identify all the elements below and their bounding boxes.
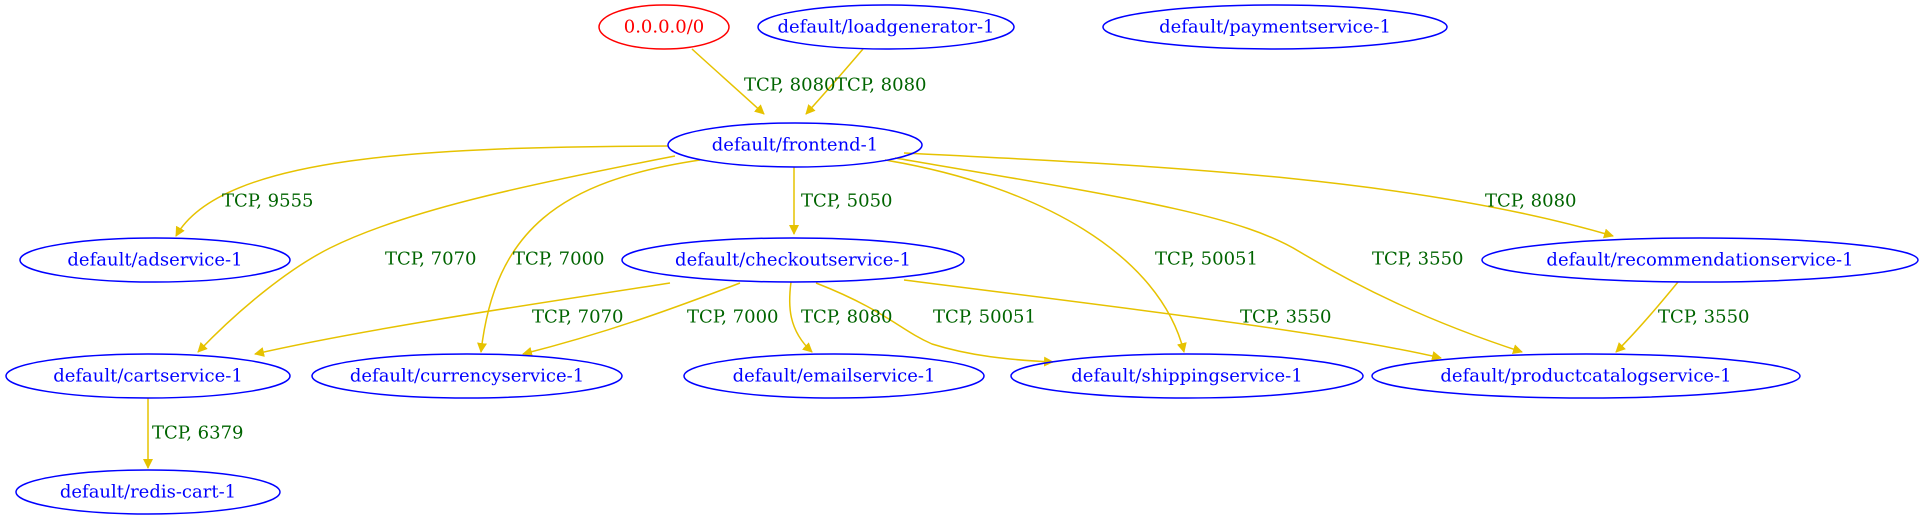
edges-layer [143,48,1679,469]
edge-recommend-catalog [1615,281,1679,353]
node-payment[interactable]: default/paymentservice-1 [1102,4,1448,50]
edge-label-checkout-catalog: TCP, 3550 [1240,307,1332,328]
edge-label-checkout-email: TCP, 8080 [801,307,893,328]
node-label-checkout: default/checkoutservice-1 [675,250,911,271]
node-label-frontend: default/frontend-1 [712,135,878,156]
node-ext[interactable]: 0.0.0.0/0 [598,4,730,50]
node-loadgen[interactable]: default/loadgenerator-1 [757,4,1015,50]
edge-label-frontend-checkout: TCP, 5050 [801,191,893,212]
node-label-shipping: default/shippingservice-1 [1071,366,1302,387]
edge-checkout-cart [254,282,671,357]
node-ellipse-cart [5,353,291,399]
node-ellipse-shipping [1010,353,1364,399]
node-ellipse-catalog [1371,353,1801,399]
edge-frontend-currency [477,159,701,353]
node-ellipse-ad [19,237,291,283]
node-shipping[interactable]: default/shippingservice-1 [1010,353,1364,399]
node-label-payment: default/paymentservice-1 [1159,17,1391,38]
node-ellipse-frontend [667,122,923,168]
edge-checkout-catalog [903,279,1442,361]
node-label-ad: default/adservice-1 [67,250,242,271]
edge-label-checkout-shipping: TCP, 50051 [933,307,1036,328]
node-email[interactable]: default/emailservice-1 [683,353,985,399]
node-ellipse-recommend [1481,237,1919,283]
edge-label-frontend-cart: TCP, 7070 [385,249,477,270]
node-currency[interactable]: default/currencyservice-1 [311,353,623,399]
edge-loadgen-frontend [805,48,864,115]
node-label-email: default/emailservice-1 [733,366,936,387]
node-frontend[interactable]: default/frontend-1 [667,122,923,168]
edge-label-checkout-cart: TCP, 7070 [532,307,624,328]
edge-label-frontend-catalog: TCP, 3550 [1372,249,1464,270]
node-cart[interactable]: default/cartservice-1 [5,353,291,399]
edge-frontend-shipping [884,159,1187,353]
node-ellipse-payment [1102,4,1448,50]
node-ellipse-redis [15,469,281,515]
edge-frontend-ad [175,145,669,237]
node-label-catalog: default/productcatalogservice-1 [1440,366,1731,387]
node-label-ext: 0.0.0.0/0 [624,17,705,38]
edge-checkout-email [788,281,813,353]
edge-checkout-shipping [815,282,1054,367]
node-checkout[interactable]: default/checkoutservice-1 [621,237,965,283]
node-recommend[interactable]: default/recommendationservice-1 [1481,237,1919,283]
edge-label-checkout-currency: TCP, 7000 [687,307,779,328]
edge-label-frontend-recommend: TCP, 8080 [1485,191,1577,212]
nodes-layer: 0.0.0.0/0 default/loadgenerator-1 default/… [5,4,1919,515]
node-ellipse-loadgen [757,4,1015,50]
node-label-redis: default/redis-cart-1 [60,482,236,503]
node-ellipse-email [683,353,985,399]
node-ellipse-ext [598,4,730,50]
node-ellipse-currency [311,353,623,399]
edge-label-frontend-ad: TCP, 9555 [222,191,314,212]
edge-frontend-recommend [903,152,1614,239]
edge-checkout-currency [522,282,741,357]
node-label-loadgen: default/loadgenerator-1 [777,17,994,38]
edge-label-loadgen-frontend: TCP, 8080 [835,75,927,96]
node-redis[interactable]: default/redis-cart-1 [15,469,281,515]
edge-label-frontend-shipping: TCP, 50051 [1155,249,1258,270]
edge-frontend-cart [197,155,676,353]
node-ad[interactable]: default/adservice-1 [19,237,291,283]
node-label-recommend: default/recommendationservice-1 [1546,250,1853,271]
node-label-currency: default/currencyservice-1 [350,366,584,387]
edge-label-recommend-catalog: TCP, 3550 [1658,307,1750,328]
edge-label-cart-redis: TCP, 6379 [152,423,244,444]
edge-frontend-catalog [894,157,1523,354]
edge-label-ext-frontend: TCP, 8080 [744,75,836,96]
node-ellipse-checkout [621,237,965,283]
node-catalog[interactable]: default/productcatalogservice-1 [1371,353,1801,399]
edge-label-frontend-currency: TCP, 7000 [513,249,605,270]
edge-ext-frontend [691,48,765,115]
node-label-cart: default/cartservice-1 [53,366,243,387]
